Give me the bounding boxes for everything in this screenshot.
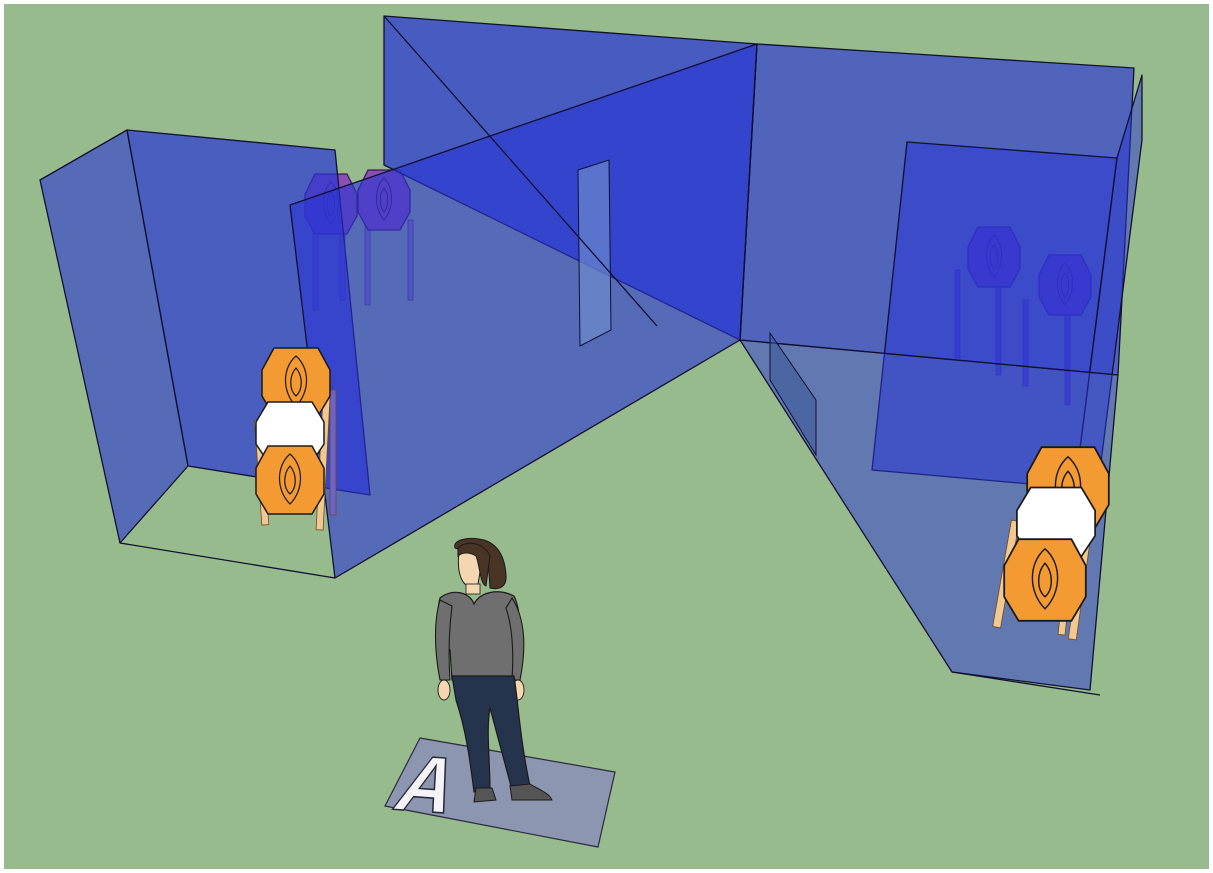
target-stack-left bbox=[255, 348, 336, 530]
shoe bbox=[474, 788, 496, 802]
door-opening bbox=[578, 160, 611, 346]
left-arm bbox=[436, 600, 453, 680]
orange-target bbox=[1004, 539, 1086, 621]
orange-target bbox=[256, 446, 324, 514]
